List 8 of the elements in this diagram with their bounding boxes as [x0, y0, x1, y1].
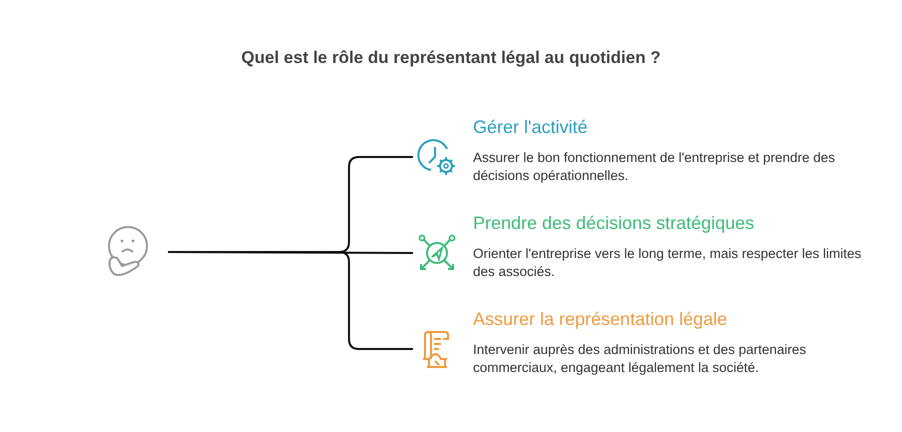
item-description: Orienter l'entreprise vers le long terme, mais respecter les limites des associés. — [473, 245, 862, 281]
connector-line — [168, 251, 413, 350]
item-heading: Gérer l'activité — [473, 117, 588, 138]
title: Quel est le rôle du représentant légal au quotidien ? — [240, 48, 662, 68]
item-description: Intervenir auprès des administrations et des partenaires commerciaux, engageant légalement la société. — [473, 341, 808, 377]
item-heading: Prendre des décisions stratégiques — [473, 213, 754, 234]
item-heading: Assurer la représentation légale — [473, 309, 728, 330]
item-description: Assurer le bon fonctionnement de l'entreprise et prendre des décisions opérationnelles. — [473, 149, 836, 185]
